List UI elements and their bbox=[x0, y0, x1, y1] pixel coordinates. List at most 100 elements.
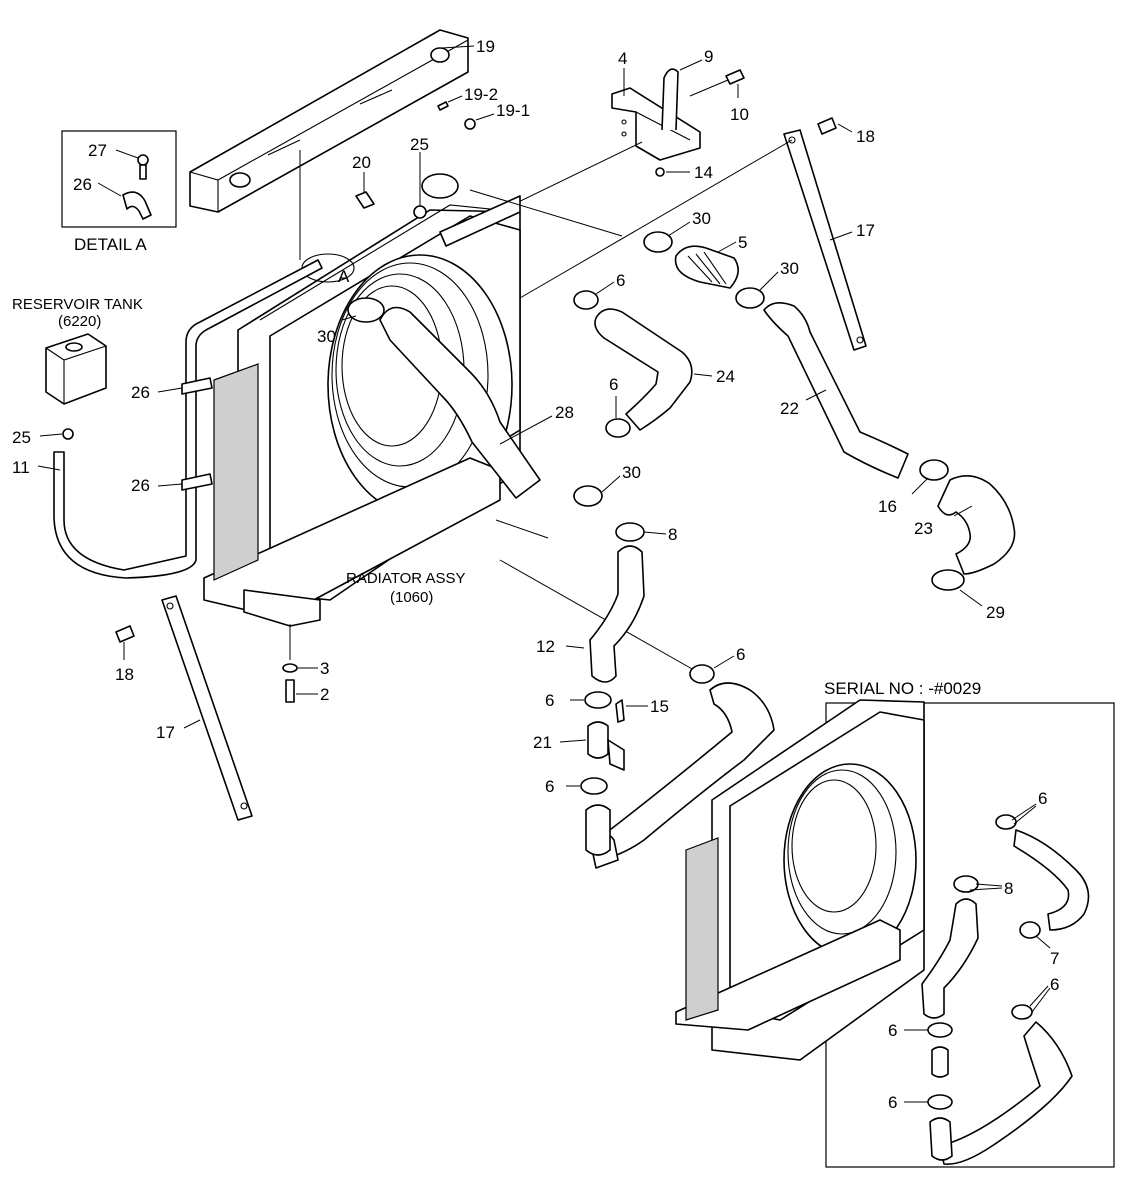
callout-6-i: 6 bbox=[888, 1093, 897, 1112]
detail-a-title: DETAIL A bbox=[74, 235, 147, 254]
bolt-18-left bbox=[115, 625, 135, 643]
callout-21: 21 bbox=[533, 733, 552, 752]
hose-22 bbox=[763, 302, 909, 479]
callout-30-d: 30 bbox=[622, 463, 641, 482]
bracket-4 bbox=[611, 87, 701, 161]
callout-8-main: 8 bbox=[668, 525, 677, 544]
stay-rod-17-left bbox=[161, 595, 253, 821]
radiator-assy-serial bbox=[675, 699, 925, 1061]
clamp-8-main bbox=[615, 522, 645, 542]
radiator-assy-code: (1060) bbox=[390, 589, 433, 606]
bolt-19-2 bbox=[437, 101, 449, 111]
callout-11: 11 bbox=[12, 458, 30, 477]
callout-26-upper: 26 bbox=[131, 383, 150, 402]
callout-6-h: 6 bbox=[888, 1021, 897, 1040]
callout-26-detail: 26 bbox=[73, 175, 92, 194]
callout-8-serial: 8 bbox=[1004, 879, 1013, 898]
callout-5: 5 bbox=[738, 233, 747, 252]
nut-14 bbox=[655, 167, 665, 177]
callout-19-2: 19-2 bbox=[464, 85, 498, 104]
radiator-assy-label: RADIATOR ASSY bbox=[346, 570, 465, 587]
hose-24 bbox=[594, 308, 693, 431]
callout-2: 2 bbox=[320, 685, 329, 704]
callout-24: 24 bbox=[716, 367, 735, 386]
cap-19-1 bbox=[464, 118, 476, 130]
callout-19-1: 19-1 bbox=[496, 101, 530, 120]
callout-3: 3 bbox=[320, 659, 329, 678]
callout-6-g: 6 bbox=[1050, 975, 1059, 994]
clamp-30-a bbox=[347, 297, 385, 323]
callout-28: 28 bbox=[555, 403, 574, 422]
bolt-20 bbox=[355, 191, 375, 209]
stay-rod-17-right bbox=[783, 129, 867, 351]
callout-17-right: 17 bbox=[856, 221, 875, 240]
callout-6-b: 6 bbox=[609, 375, 618, 394]
hose-lower-stub bbox=[585, 804, 611, 856]
callout-30-b: 30 bbox=[692, 209, 711, 228]
fitting-21 bbox=[587, 721, 609, 759]
callout-17-left: 17 bbox=[156, 723, 175, 742]
callout-12: 12 bbox=[536, 637, 555, 656]
hose-28 bbox=[379, 306, 541, 499]
callout-4: 4 bbox=[618, 49, 627, 68]
detail-a-frame bbox=[61, 130, 177, 228]
clamp-26-detail bbox=[122, 154, 152, 220]
clamp-29 bbox=[931, 569, 965, 591]
callout-16: 16 bbox=[878, 497, 897, 516]
intercooler-core bbox=[213, 363, 259, 581]
callout-a: A bbox=[338, 267, 350, 286]
callout-19: 19 bbox=[476, 37, 495, 56]
detail-a-inset: 27 26 DETAIL A bbox=[61, 130, 177, 254]
u-bolt-9 bbox=[661, 68, 679, 131]
callout-25-tank: 25 bbox=[12, 428, 31, 447]
callout-25-top: 25 bbox=[410, 135, 429, 154]
callout-14: 14 bbox=[694, 163, 713, 182]
clamp-6-a bbox=[573, 290, 599, 310]
clamp-6-b bbox=[605, 418, 631, 438]
callout-29: 29 bbox=[986, 603, 1005, 622]
bolt-10 bbox=[725, 69, 745, 85]
callout-30-a: 30 bbox=[317, 327, 336, 346]
callout-6-c: 6 bbox=[736, 645, 745, 664]
clip-26-lower bbox=[181, 473, 213, 491]
callout-18-right: 18 bbox=[856, 127, 875, 146]
serial-no-label: SERIAL NO : -#0029 bbox=[824, 679, 981, 698]
callout-15: 15 bbox=[650, 697, 669, 716]
bolt-2 bbox=[285, 679, 295, 703]
callout-27: 27 bbox=[88, 141, 107, 160]
clamp-16 bbox=[919, 459, 949, 481]
callout-23: 23 bbox=[914, 519, 933, 538]
callout-6-e: 6 bbox=[545, 777, 554, 796]
callout-6-f: 6 bbox=[1038, 789, 1047, 808]
washer-3 bbox=[282, 663, 298, 673]
callout-7: 7 bbox=[1050, 949, 1059, 968]
reservoir-tank bbox=[45, 333, 107, 405]
hose-23 bbox=[937, 475, 1016, 575]
hose-12 bbox=[589, 545, 645, 683]
cap-25-tank bbox=[62, 428, 74, 440]
reservoir-tank-label: RESERVOIR TANK bbox=[12, 296, 143, 313]
hose-13 bbox=[601, 682, 775, 857]
hoses-serial bbox=[921, 814, 1090, 1165]
hose-11 bbox=[53, 259, 323, 579]
clamp-30-c bbox=[735, 287, 765, 309]
clamp-30-b bbox=[643, 231, 673, 253]
callout-9: 9 bbox=[704, 47, 713, 66]
callout-22: 22 bbox=[780, 399, 799, 418]
bolt-15 bbox=[615, 699, 625, 723]
cap-25-top bbox=[413, 205, 427, 219]
callout-18-left: 18 bbox=[115, 665, 134, 684]
callout-30-c: 30 bbox=[780, 259, 799, 278]
callout-6-a: 6 bbox=[616, 271, 625, 290]
callout-6-d: 6 bbox=[545, 691, 554, 710]
reservoir-tank-code: (6220) bbox=[58, 313, 101, 330]
clamp-6-e bbox=[580, 777, 608, 795]
bolt-18-right bbox=[817, 117, 837, 135]
callout-26-lower: 26 bbox=[131, 476, 150, 495]
clip-26-upper bbox=[181, 377, 213, 395]
callout-10: 10 bbox=[730, 105, 749, 124]
clamp-6-c bbox=[689, 664, 715, 684]
callout-20: 20 bbox=[352, 153, 371, 172]
clamp-6-d bbox=[584, 691, 612, 709]
